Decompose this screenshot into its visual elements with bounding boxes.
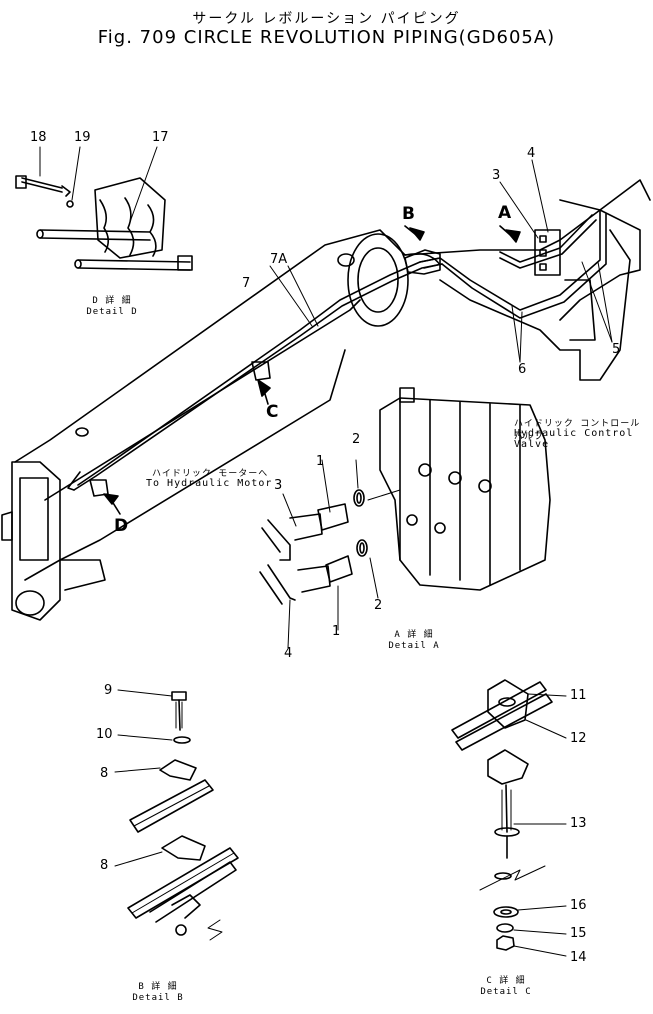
callout-14: 14 [570,950,587,965]
valve-note-japanese: ハイドリック コントロール バルブ [514,419,641,442]
pipes-7-7a-drawing [67,209,607,497]
motor-note: To Hydraulic Motor [146,478,273,489]
callout-9: 9 [104,683,113,698]
callout-7: 7 [242,276,251,291]
figure-title: Fig. 709 CIRCLE REVOLUTION PIPING(GD605A… [97,27,556,48]
callout-8-lower: 8 [100,858,109,873]
detail-d-caption: D 詳 細 Detail D [82,296,142,318]
detail-a-jp: A 詳 細 [394,630,434,640]
callout-15: 15 [570,926,587,941]
detail-c-drawing [451,679,567,957]
callout-1-upper: 1 [316,454,325,469]
callout-12: 12 [570,731,587,746]
detail-d-jp: D 詳 細 [92,296,132,306]
callout-7a: 7A [270,252,288,267]
detail-b-drawing [114,689,239,941]
main-frame-drawing [1,179,651,621]
view-letter-b: B [402,204,415,224]
callout-18: 18 [30,130,47,145]
motor-note-japanese: ハイドリック モーターへ [152,469,269,479]
callout-4-top: 4 [527,146,536,161]
callout-2-upper: 2 [352,432,361,447]
callout-3-top: 3 [492,168,501,183]
callout-6: 6 [518,362,527,377]
callout-leaders [499,159,613,363]
detail-a-drawing [259,459,401,649]
view-arrows [103,225,521,515]
valve-note: Hydraulic Control Valve [514,428,634,450]
detail-b-caption: B 詳 細 Detail B [128,982,188,1004]
callout-4-detail-a: 4 [284,646,293,661]
callout-17: 17 [152,130,169,145]
view-letter-d: D [114,516,129,536]
detail-a-caption: A 詳 細 Detail A [384,630,444,652]
view-letter-c: C [266,402,279,422]
detail-b-en: Detail B [132,993,184,1003]
title-japanese: サークル レボルーション パイピング [192,11,461,27]
callout-13: 13 [570,816,587,831]
detail-d-drawing [15,146,193,271]
detail-b-jp: B 詳 細 [138,982,178,992]
detail-c-en: Detail C [480,987,532,997]
detail-d-en: Detail D [86,307,138,317]
callout-19: 19 [74,130,91,145]
detail-c-jp: C 詳 細 [486,976,526,986]
callout-8-upper: 8 [100,766,109,781]
detail-a-en: Detail A [388,641,440,651]
view-letter-a: A [498,203,512,223]
callout-2-lower: 2 [374,598,383,613]
callout-11: 11 [570,688,587,703]
callout-1-lower: 1 [332,624,341,639]
callout-16: 16 [570,898,587,913]
callout-10: 10 [96,727,113,742]
detail-c-caption: C 詳 細 Detail C [476,976,536,998]
callout-5: 5 [612,342,621,357]
hydraulic-control-valve-drawing [379,387,551,591]
callout-3-detail-a: 3 [274,478,283,493]
